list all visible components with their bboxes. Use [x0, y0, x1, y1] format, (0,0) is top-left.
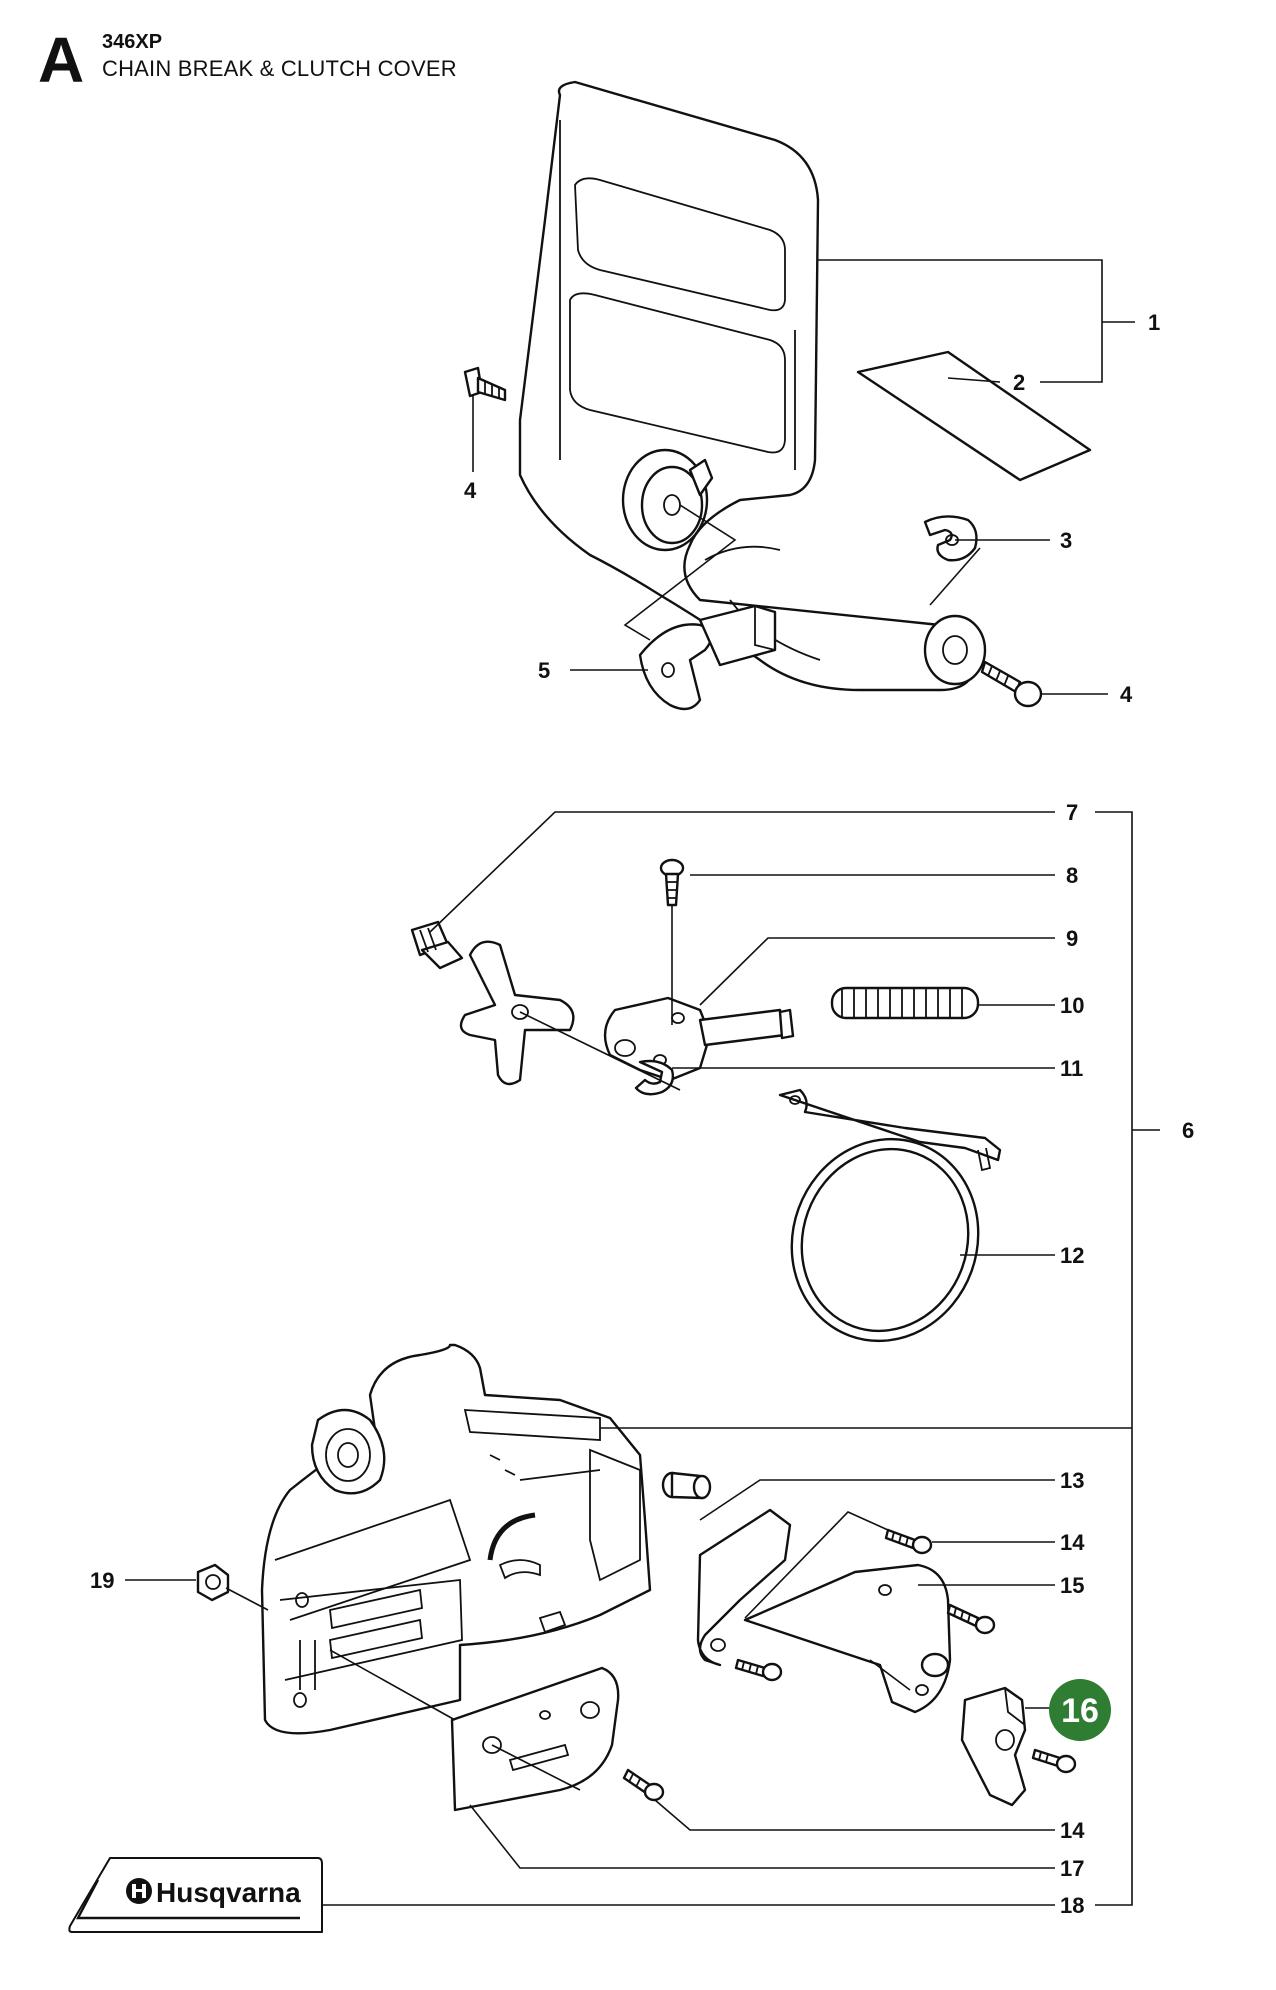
- callout-4-upper: 4: [464, 478, 477, 503]
- brake-band: [778, 1088, 1002, 1343]
- callout-19: 19: [90, 1568, 114, 1593]
- leader-lines: [125, 259, 1160, 1906]
- callout-18: 18: [1060, 1893, 1084, 1918]
- crown-h-icon: [126, 1878, 152, 1904]
- callout-15: 15: [1060, 1573, 1084, 1598]
- screw-plate: [734, 1658, 783, 1682]
- brake-spring: [830, 986, 980, 1020]
- callout-labels: 1 2 3 4 4 5 6 7 8 9 10 11 12 13 14 15 14…: [90, 310, 1194, 1918]
- small-screw-8: [659, 858, 685, 907]
- bar-plate-17: [450, 1666, 620, 1812]
- brake-lever-star: [459, 940, 575, 1086]
- screw-14-upper: [884, 1528, 933, 1555]
- callout-16: 16: [1061, 1692, 1099, 1730]
- highlight-circle: [1049, 1679, 1111, 1741]
- e-clip-11: [634, 1059, 675, 1096]
- callout-9: 9: [1066, 926, 1078, 951]
- section-letter: A: [38, 24, 85, 96]
- callout-5: 5: [538, 658, 550, 683]
- model-name: 346XP: [102, 31, 163, 53]
- callout-11: 11: [1060, 1056, 1083, 1081]
- callout-3: 3: [1060, 528, 1072, 553]
- handle-arm-end: [923, 614, 987, 686]
- callout-13: 13: [1060, 1468, 1084, 1493]
- callout-1: 1: [1148, 310, 1160, 335]
- callout-14-lower: 14: [1060, 1818, 1085, 1843]
- cover-slot-arc: [487, 1512, 536, 1561]
- clutch-cover: [260, 1343, 652, 1735]
- callout-7: 7: [1066, 800, 1078, 825]
- callout-14-upper: 14: [1060, 1530, 1085, 1555]
- bar-nut-19: [196, 1563, 230, 1602]
- callout-8: 8: [1066, 863, 1078, 888]
- brake-spring-pin: [410, 920, 464, 970]
- screw-upper-left: [463, 366, 507, 402]
- handle-pivot-boss: [621, 448, 714, 552]
- bushing-pin-13: [661, 1471, 712, 1500]
- callout-6: 6: [1182, 1118, 1194, 1143]
- chain-catcher-16: [960, 1686, 1027, 1807]
- chain-guide-plate: [696, 1508, 952, 1714]
- decal: [856, 350, 1092, 482]
- highlighted-callout-16[interactable]: 16: [1049, 1679, 1111, 1741]
- brake-rod: [778, 1008, 795, 1040]
- callout-12: 12: [1060, 1243, 1084, 1268]
- diagram-title: CHAIN BREAK & CLUTCH COVER: [102, 56, 457, 81]
- washer-and-bushing: [638, 604, 777, 711]
- brand-logo-text: Husqvarna: [156, 1877, 301, 1908]
- screw-lower-right: [980, 660, 1043, 708]
- callout-4-lower: 4: [1120, 682, 1133, 707]
- washer-clip-upper: [923, 515, 978, 562]
- screw-14-lower: [622, 1768, 665, 1802]
- callout-2: 2: [1013, 370, 1025, 395]
- screw-catcher: [1031, 1748, 1077, 1774]
- husqvarna-logo: Husqvarna: [68, 1857, 323, 1933]
- brake-knee-joint: [603, 996, 787, 1082]
- callout-17: 17: [1060, 1856, 1084, 1881]
- callout-10: 10: [1060, 993, 1084, 1018]
- screw-15-side: [946, 1603, 996, 1635]
